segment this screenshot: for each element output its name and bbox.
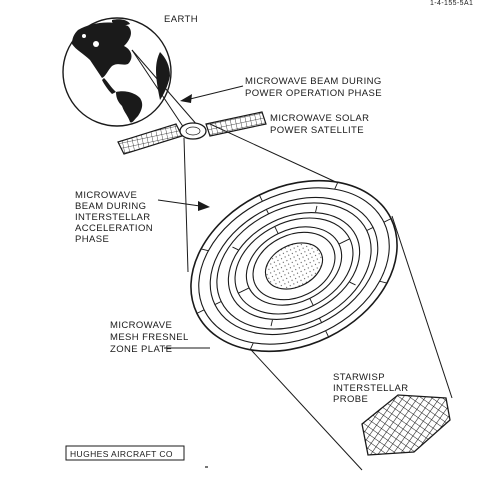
fresnel-zone-plate [190, 179, 398, 353]
zone-plate-line-1: MICROWAVE [110, 320, 172, 331]
beam-accel-line-1: MICROWAVE [75, 190, 137, 201]
power-beam [131, 49, 199, 129]
beam-power-line-1: MICROWAVE BEAM DURING [245, 76, 382, 87]
earth-globe [62, 17, 172, 127]
probe-line-1: STARWISP [333, 372, 385, 383]
south-america-landmass [116, 91, 143, 123]
zone-plate-line-2: MESH FRESNEL [110, 332, 188, 343]
beam-accel-line-3: INTERSTELLAR [75, 212, 151, 223]
solar-power-satellite [117, 111, 267, 155]
beam-power-label: MICROWAVE BEAM DURING POWER OPERATION PH… [245, 76, 385, 99]
zone-plate-label: MICROWAVE MESH FRESNEL ZONE PLATE [110, 320, 191, 355]
beam-accel-line-5: PHASE [75, 234, 109, 245]
satellite-line-1: MICROWAVE SOLAR [270, 113, 369, 124]
beam-accel-line-4: ACCELERATION [75, 223, 153, 234]
beam-power-line-2: POWER OPERATION PHASE [245, 88, 382, 99]
credit-text: HUGHES AIRCRAFT CO [70, 449, 173, 459]
satellite-label: MICROWAVE SOLAR POWER SATELLITE [270, 113, 372, 136]
probe-label: STARWISP INTERSTELLAR PROBE [333, 372, 412, 405]
probe-line-2: INTERSTELLAR [333, 383, 409, 394]
beam-accel-line-2: BEAM DURING [75, 201, 146, 212]
satellite-transmitter [179, 122, 207, 140]
solar-panel-right [205, 111, 267, 137]
satellite-line-2: POWER SATELLITE [270, 125, 364, 136]
credit-box: HUGHES AIRCRAFT CO [65, 445, 185, 461]
north-america-landmass [72, 22, 132, 78]
beam-power-arrow [180, 85, 244, 103]
solar-panel-left [117, 123, 183, 155]
corner-code: 1-4-155-5A1 [430, 0, 473, 7]
earth-label: EARTH [164, 14, 198, 25]
starwisp-probe [361, 394, 451, 456]
beam-accel-label: MICROWAVE BEAM DURING INTERSTELLAR ACCEL… [75, 190, 156, 245]
beam-accel-arrow [157, 199, 210, 211]
probe-line-3: PROBE [333, 394, 368, 405]
zone-plate-line-3: ZONE PLATE [110, 344, 172, 355]
